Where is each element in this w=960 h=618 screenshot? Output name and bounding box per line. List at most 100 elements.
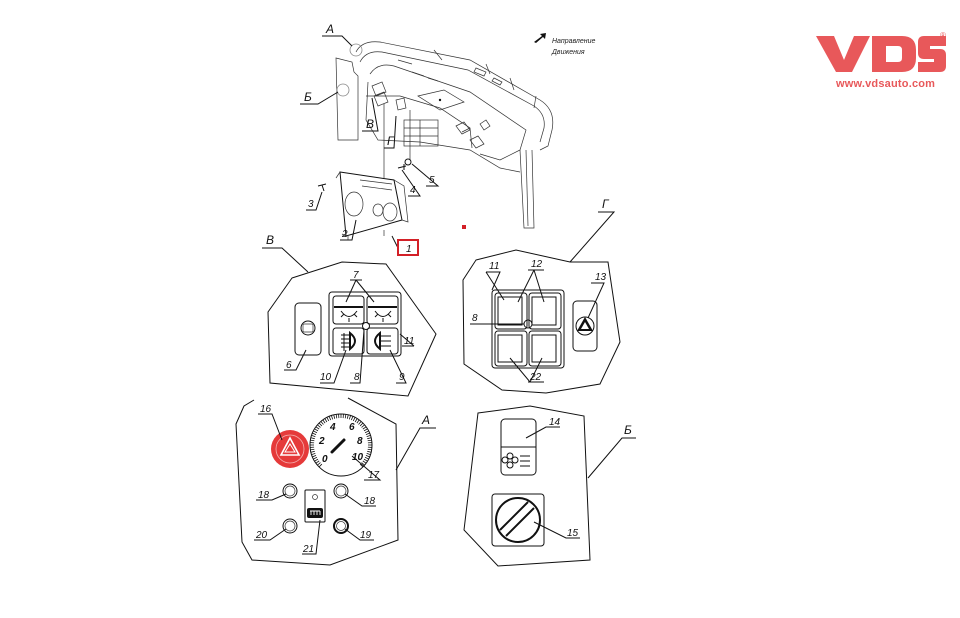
detail-a-title: А — [421, 413, 430, 427]
part-label-8-g: 8 — [472, 313, 478, 324]
screw-part-8-g — [523, 319, 533, 329]
gauge-tick-mark — [359, 422, 364, 427]
part-label-3: 3 — [308, 199, 314, 210]
marker-dot — [462, 225, 466, 229]
callout-b: Б — [304, 90, 312, 104]
gauge-tick-mark — [359, 463, 364, 468]
headlight-button-left — [332, 295, 365, 325]
gauge-tick-8: 8 — [357, 436, 363, 447]
switch-buttons-grid — [494, 292, 562, 367]
gauge-tick-mark — [320, 421, 324, 425]
fan-icon — [501, 452, 530, 469]
hazard-switch-part-13 — [572, 300, 598, 352]
socket-connector-icon — [307, 508, 323, 518]
part-label-1[interactable]: 1 — [406, 244, 412, 255]
gauge-tick-mark — [326, 417, 330, 422]
gauge-ticks — [310, 414, 372, 468]
highlight-box[interactable] — [397, 239, 419, 256]
part-label-6: 6 — [286, 360, 292, 371]
gauge-needle — [330, 438, 346, 454]
gauge-tick-mark — [362, 460, 367, 464]
switch-knob-icon — [300, 320, 316, 336]
part-label-22: 22 — [529, 372, 542, 383]
direction-note-line2: Движения — [552, 49, 585, 56]
gauge-tick-2: 2 — [318, 436, 325, 447]
gauge-tick-mark — [348, 415, 351, 420]
gauge-tick-mark — [312, 454, 317, 458]
gauge-tick-mark — [322, 419, 326, 424]
brand-website[interactable]: www.vdsauto.com — [836, 78, 936, 90]
gauge-tick-mark — [335, 414, 338, 419]
part-label-19: 19 — [360, 530, 372, 541]
gauge-tick-mark — [310, 437, 315, 440]
gauge-tick-mark — [361, 462, 365, 466]
gauge-tick-mark — [324, 418, 328, 423]
part-label-12: 12 — [531, 259, 543, 270]
direction-note: Направление Движения — [552, 36, 595, 58]
switch-part-6 — [294, 302, 322, 356]
gauge-tick-mark — [331, 415, 334, 420]
indicator-lamp-18-right — [333, 483, 349, 499]
gauge-tick-mark — [314, 428, 319, 432]
gauge-tick-mark — [367, 437, 372, 440]
bolt-part-4 — [397, 164, 407, 170]
gauge-tick-mark — [310, 439, 315, 442]
detail-v-title: В — [266, 233, 274, 247]
rotary-knob-part-15 — [491, 493, 545, 547]
part-label-13: 13 — [595, 272, 607, 283]
detail-a-outline — [235, 397, 399, 566]
gauge-tick-mark — [363, 458, 368, 462]
part-label-15: 15 — [567, 528, 579, 539]
callout-a: А — [325, 22, 334, 36]
part-label-9: 9 — [399, 372, 405, 383]
headlight-icon — [374, 310, 392, 322]
gauge-tick-mark — [350, 416, 354, 421]
gauge-tick-mark — [317, 462, 321, 466]
vds-logo: ® — [816, 31, 946, 72]
callout-g: Г — [387, 134, 395, 148]
rear-fog-light-icon — [379, 333, 391, 349]
part-label-11-g: 11 — [489, 261, 499, 272]
gauge-tick-6: 6 — [349, 422, 355, 433]
front-fog-light-button — [332, 327, 365, 355]
gauge-tick-mark — [363, 428, 368, 432]
gauge-tick-mark — [364, 456, 369, 460]
logo-letter-v — [816, 36, 870, 72]
part-label-5: 5 — [429, 175, 435, 186]
hazard-button-part-16 — [271, 430, 309, 468]
headlight-icon — [340, 310, 358, 322]
highlighted-part-1[interactable]: 1 — [397, 239, 419, 256]
detail-g-title: Г — [602, 197, 610, 211]
socket-part-21 — [304, 489, 326, 523]
gauge-tick-mark — [362, 426, 367, 430]
part-label-8-v: 8 — [354, 372, 360, 383]
dashboard-assembly — [335, 41, 554, 229]
gauge-tick-mark — [318, 463, 323, 468]
gauge-tick-mark — [310, 450, 315, 453]
screw-part-3 — [317, 183, 327, 192]
detail-v-outline — [267, 261, 437, 397]
gauge-tick-mark — [315, 426, 320, 430]
screw-part-8 — [362, 322, 370, 330]
gauge-tick-mark — [344, 414, 347, 419]
logo-letter-d — [872, 36, 916, 72]
gauge-tick-mark — [367, 439, 372, 442]
gauge-tick-mark — [310, 448, 315, 451]
gauge-tick-mark — [317, 424, 321, 428]
gauge-tick-mark — [318, 422, 323, 427]
washer-part-5 — [404, 158, 412, 166]
gauge-tick-mark — [315, 460, 320, 464]
detail-v: В 6 — [262, 233, 437, 397]
gauge-tick-4: 4 — [329, 422, 336, 433]
part-label-20: 20 — [255, 530, 268, 541]
detail-b-title: Б — [624, 423, 632, 437]
gauge-tick-mark — [311, 452, 316, 455]
rotary-knob-icon — [495, 497, 541, 543]
indicator-lamp-18-left — [282, 483, 298, 499]
gauge-tick-mark — [358, 421, 362, 425]
gauge-tick-mark — [311, 435, 316, 438]
gauge-tick-mark — [367, 450, 372, 453]
part-label-21: 21 — [302, 544, 314, 555]
gauge-tick-mark — [313, 456, 318, 460]
